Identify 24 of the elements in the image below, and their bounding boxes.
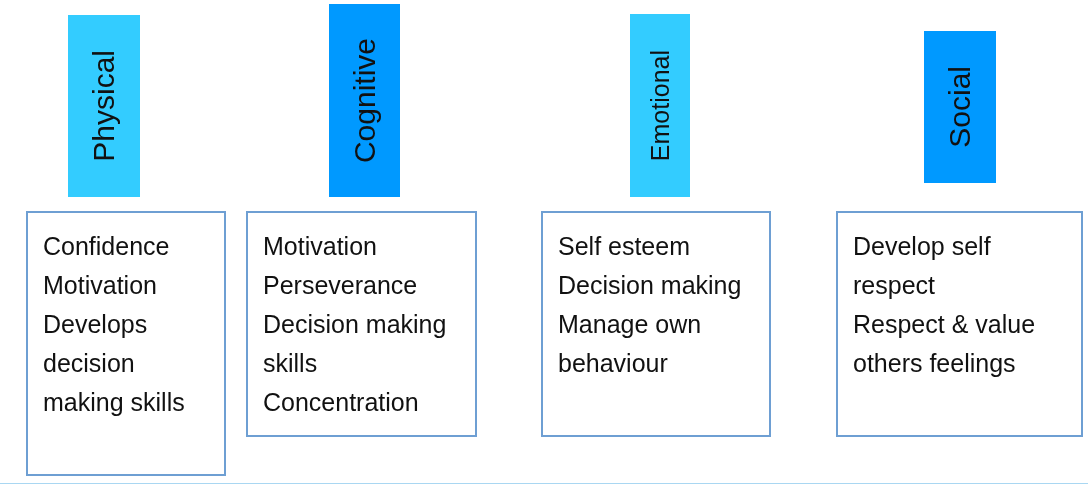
category-banner: [329, 4, 400, 197]
benefit-box: [246, 211, 477, 437]
benefit-item: Decision making: [558, 270, 743, 301]
benefit-item: Confidence: [43, 231, 171, 262]
benefit-item: Self esteem: [558, 231, 691, 262]
benefit-item: Develops decision making skills: [43, 309, 186, 418]
category-banner: [924, 31, 996, 183]
benefit-box: [541, 211, 771, 437]
category-heading: Emotional: [645, 49, 675, 162]
category-heading: Physical: [87, 50, 121, 162]
benefit-item: Respect & value others feelings: [853, 309, 1037, 379]
category-heading: Cognitive: [347, 37, 382, 164]
benefit-box: [836, 211, 1083, 437]
category-heading: Social: [943, 66, 977, 148]
benefit-item: Decision making skills: [263, 309, 448, 379]
category-banner: [630, 14, 690, 197]
benefit-item: Develop self respect: [853, 231, 992, 301]
category-banner: [68, 15, 140, 197]
benefit-box: [26, 211, 226, 476]
benefit-item: Motivation: [263, 231, 378, 262]
benefit-item: Concentration: [263, 387, 420, 418]
benefit-item: Motivation: [43, 270, 158, 301]
benefit-item: Manage own behaviour: [558, 309, 703, 379]
benefit-item: Perseverance: [263, 270, 419, 301]
